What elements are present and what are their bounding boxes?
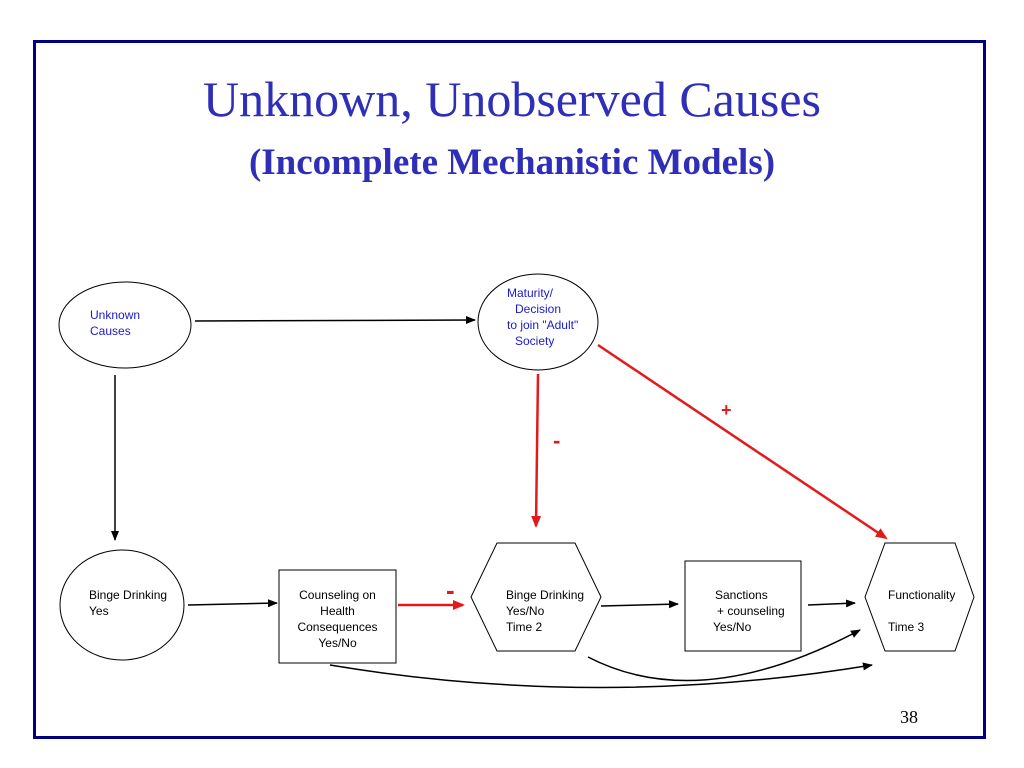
label-unknown-causes: Unknown Causes: [90, 308, 141, 338]
sign-counseling-to-binge2: -: [446, 575, 455, 605]
label-sanctions: Sanctions + counseling Yes/No: [713, 588, 785, 634]
edge-binge1-to-counseling: [187, 599, 278, 608]
node-maturity: [477, 273, 599, 371]
edge-binge2-to-sanctions: [600, 600, 679, 609]
label-binge-drinking-1: Binge Drinking Yes: [89, 588, 168, 618]
edge-binge2-to-functionality: [587, 629, 861, 682]
node-binge-drinking-1: [59, 549, 185, 661]
slide-subtitle: (Incomplete Mechanistic Models): [248, 142, 776, 183]
edge-maturity-to-binge2: [531, 373, 542, 528]
node-counseling: [278, 569, 397, 664]
edge-counseling-to-functionality: [329, 662, 873, 689]
node-sanctions: [684, 560, 802, 652]
label-counseling: Counseling on Health Consequences Yes/No: [297, 588, 378, 650]
slide-frame: [33, 40, 986, 739]
label-functionality: Functionality Time 3: [888, 588, 956, 634]
edge-maturity-to-functionality: [597, 343, 888, 540]
slide-title: Unknown, Unobserved Causes: [203, 71, 821, 127]
page-number: 38: [900, 707, 918, 727]
label-binge-drinking-2: Binge Drinking Yes/No Time 2: [506, 588, 585, 634]
node-binge-drinking-2: [470, 542, 602, 652]
sign-maturity-to-binge2: -: [553, 428, 561, 453]
edge-sanctions-to-functionality: [807, 599, 856, 608]
node-functionality: [864, 542, 975, 652]
label-maturity: Maturity/ Decision to join "Adult" Socie…: [507, 286, 579, 348]
edge-unknown-to-maturity: [194, 316, 476, 325]
node-unknown-causes: [58, 281, 192, 369]
sign-maturity-to-functionality: +: [721, 400, 732, 420]
